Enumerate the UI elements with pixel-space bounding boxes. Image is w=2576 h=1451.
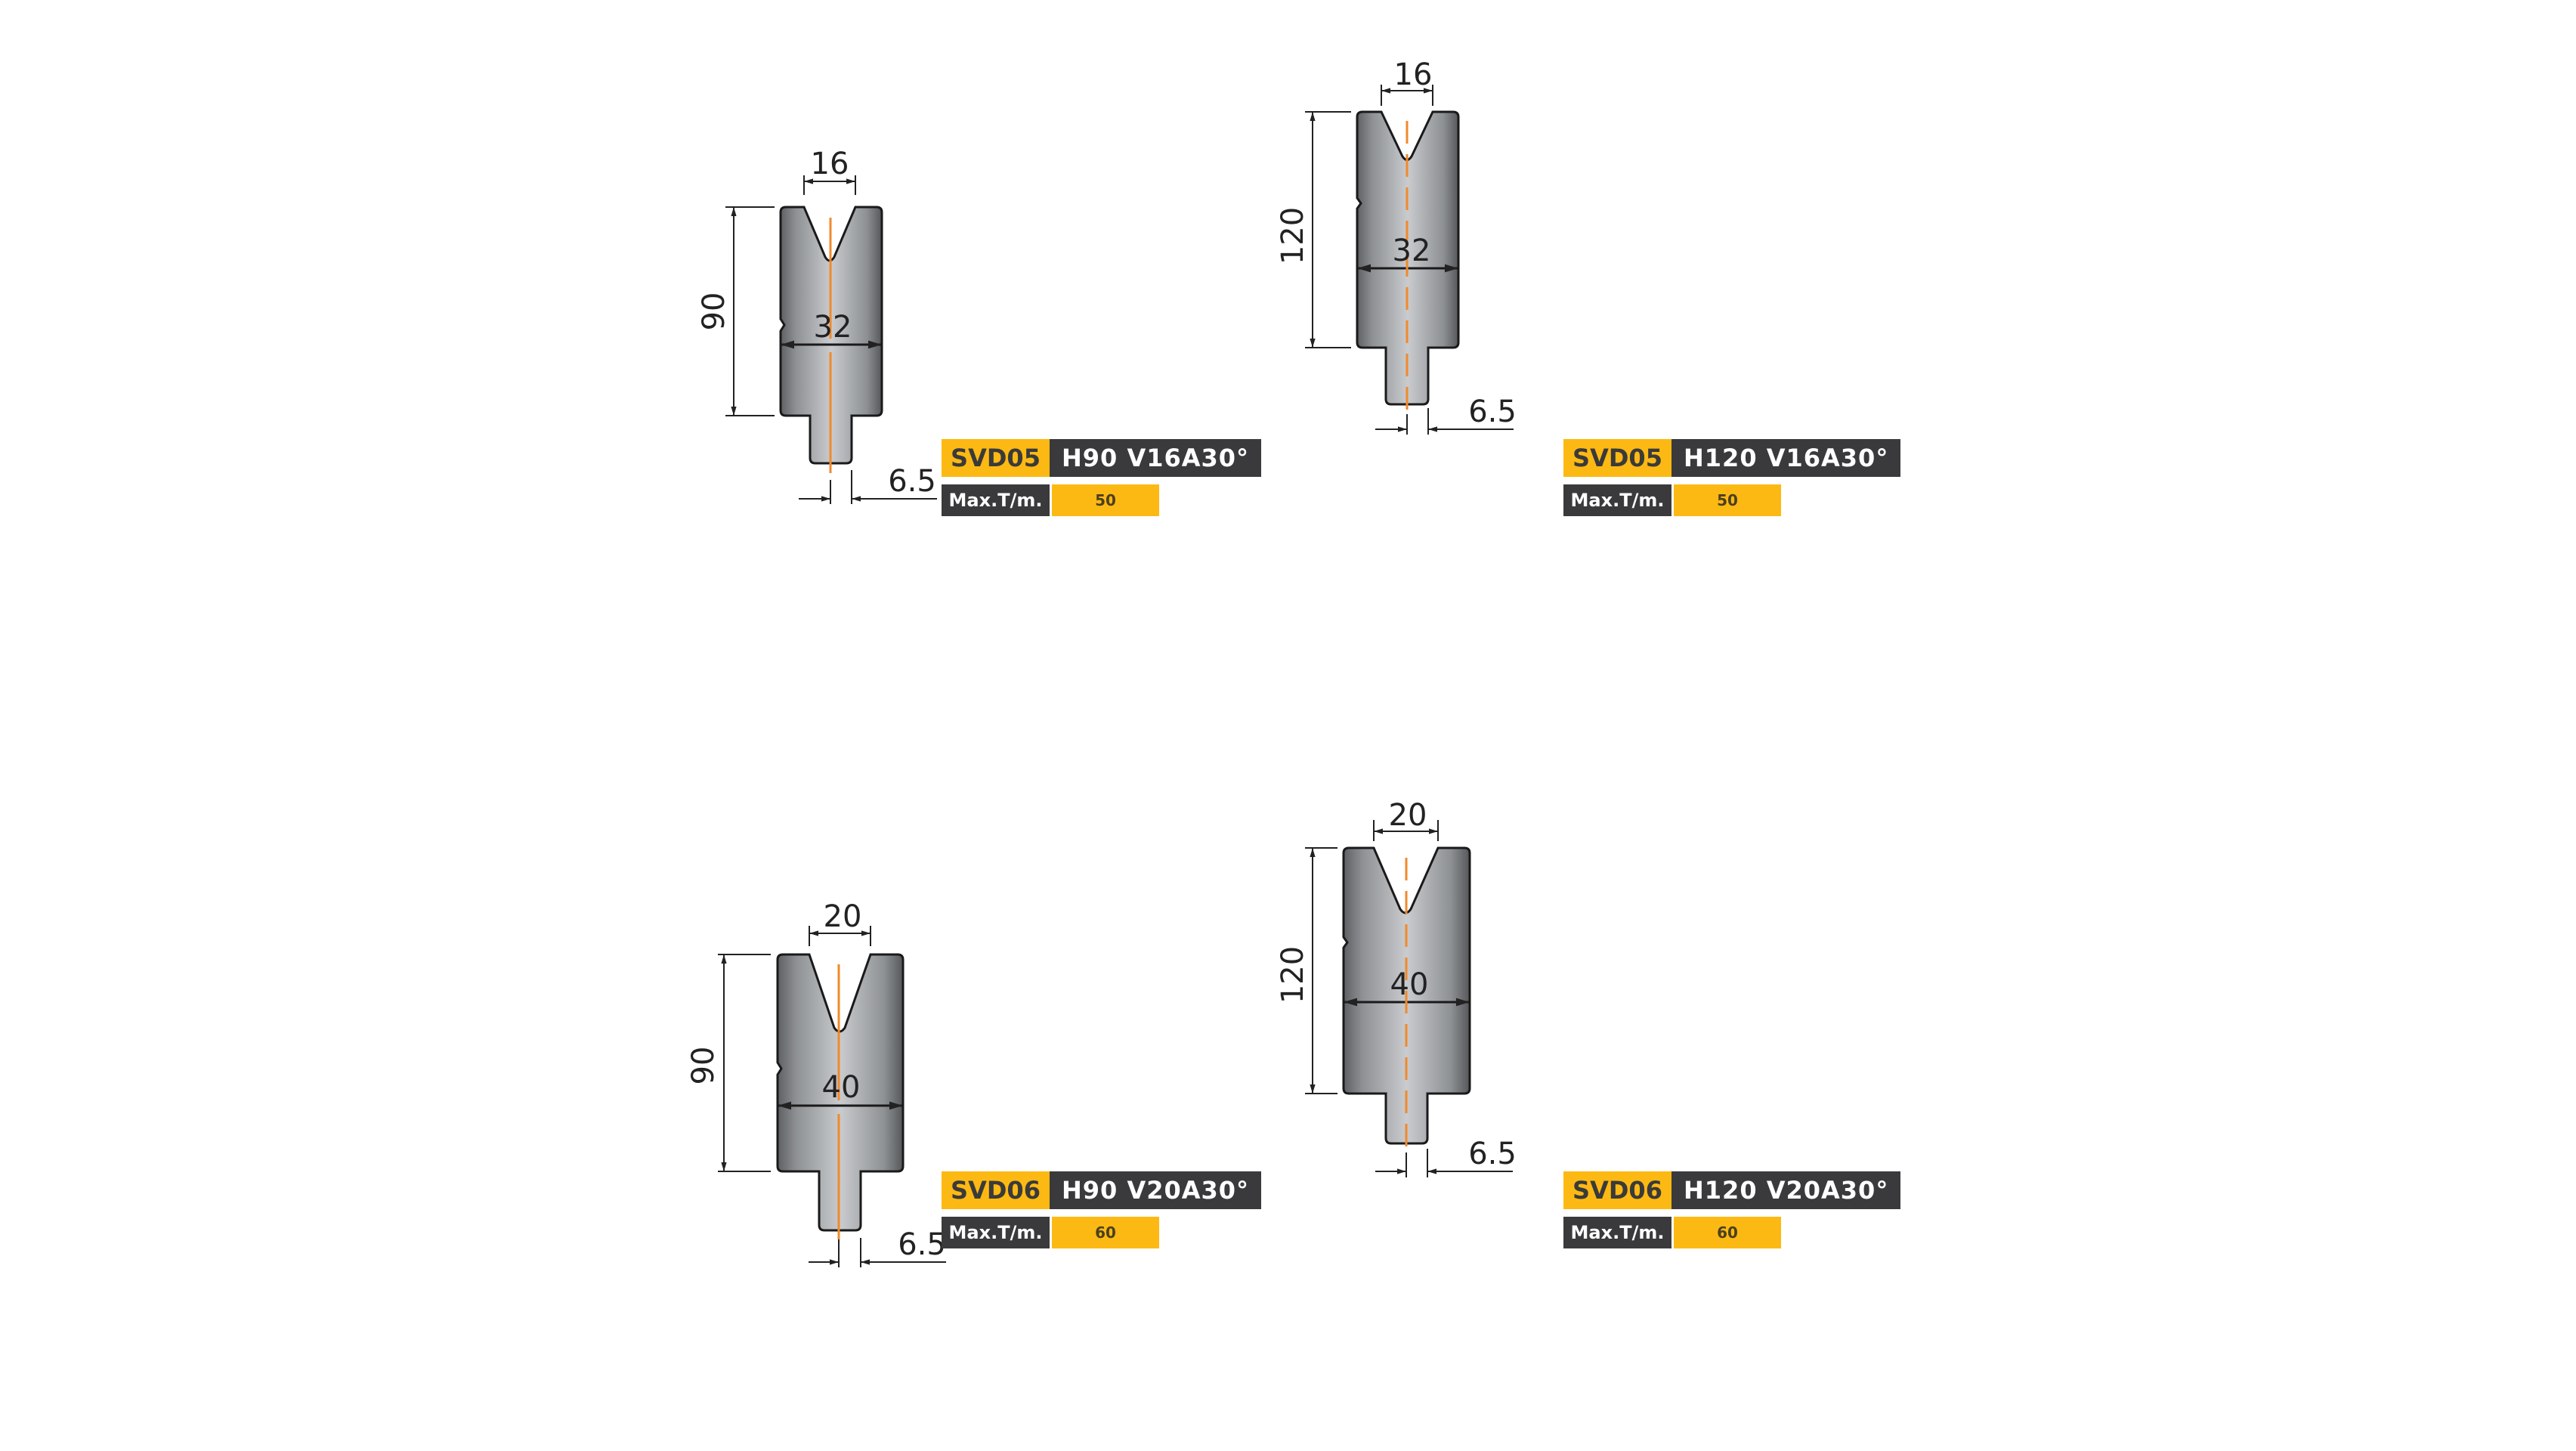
tool-spec: H120 V20A30° bbox=[1671, 1171, 1901, 1209]
dim-tang: 6.5 bbox=[898, 1227, 946, 1262]
dim-width: 40 bbox=[822, 1070, 861, 1105]
tool-label-svd05-h90: SVD05 H90 V16A30° Max.T/m. 50 bbox=[942, 439, 1262, 516]
tool-svd06-h120: 20 120 40 6.5 bbox=[1276, 798, 1517, 1177]
tool-svd06-h90: 20 90 40 6.5 bbox=[686, 899, 946, 1267]
max-tonnage-value: 60 bbox=[1052, 1217, 1159, 1248]
tool-code: SVD06 bbox=[942, 1171, 1050, 1209]
dim-width: 32 bbox=[1393, 234, 1431, 268]
tool-code: SVD06 bbox=[1563, 1171, 1671, 1209]
dim-v-opening: 20 bbox=[824, 899, 862, 934]
max-tonnage-value: 50 bbox=[1052, 484, 1159, 516]
tool-profile bbox=[776, 953, 905, 1232]
dim-tang: 6.5 bbox=[1468, 1137, 1517, 1171]
tool-svd05-h120: 16 120 32 6.5 bbox=[1276, 57, 1517, 435]
max-tonnage-value: 50 bbox=[1674, 484, 1781, 516]
max-tonnage-label: Max.T/m. bbox=[942, 1217, 1050, 1248]
dim-v-opening: 16 bbox=[1394, 57, 1433, 92]
tool-spec: H120 V16A30° bbox=[1671, 439, 1901, 477]
dim-height: 120 bbox=[1276, 207, 1310, 265]
dim-height: 120 bbox=[1276, 946, 1310, 1004]
tool-label-svd06-h90: SVD06 H90 V20A30° Max.T/m. 60 bbox=[942, 1171, 1262, 1248]
tool-label-svd05-h120: SVD05 H120 V16A30° Max.T/m. 50 bbox=[1563, 439, 1901, 516]
tool-code: SVD05 bbox=[942, 439, 1050, 477]
dim-v-opening: 20 bbox=[1389, 798, 1427, 833]
max-tonnage-label: Max.T/m. bbox=[942, 484, 1050, 516]
tool-code: SVD05 bbox=[1563, 439, 1671, 477]
max-tonnage-label: Max.T/m. bbox=[1563, 484, 1671, 516]
dim-tang: 6.5 bbox=[1468, 394, 1517, 429]
dim-tang: 6.5 bbox=[888, 464, 936, 499]
max-tonnage-value: 60 bbox=[1674, 1217, 1781, 1248]
dim-v-opening: 16 bbox=[811, 147, 849, 181]
tool-label-svd06-h120: SVD06 H120 V20A30° Max.T/m. 60 bbox=[1563, 1171, 1901, 1248]
tool-spec: H90 V16A30° bbox=[1050, 439, 1262, 477]
dim-height: 90 bbox=[686, 1047, 721, 1085]
dim-width: 32 bbox=[814, 310, 852, 345]
tool-spec: H90 V20A30° bbox=[1050, 1171, 1262, 1209]
tool-svd05-h90: 16 90 32 6.5 bbox=[697, 147, 937, 504]
dim-height: 90 bbox=[697, 292, 731, 331]
max-tonnage-label: Max.T/m. bbox=[1563, 1217, 1671, 1248]
dim-width: 40 bbox=[1390, 967, 1429, 1002]
